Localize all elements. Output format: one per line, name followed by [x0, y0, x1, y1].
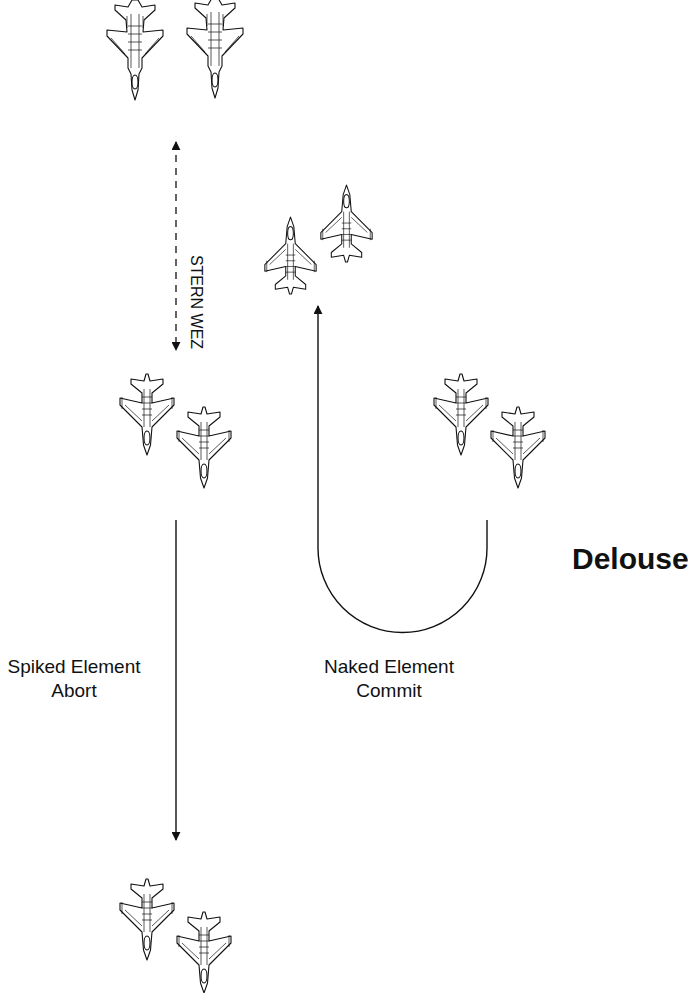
naked-element-committed — [265, 185, 372, 294]
element-label: Naked Element Commit — [318, 655, 460, 703]
range-label: STERN WEZ — [186, 255, 206, 349]
hostile-pair — [107, 0, 243, 100]
element-label: Spiked Element Abort — [4, 655, 144, 703]
commit-arrow — [318, 306, 487, 633]
spiked-element-aborted — [120, 879, 231, 993]
wez-range — [175, 142, 176, 350]
tactic-title: Delouse — [572, 540, 688, 578]
abort-arrow — [175, 520, 176, 840]
spiked-element — [120, 374, 231, 488]
naked-element — [434, 374, 545, 488]
